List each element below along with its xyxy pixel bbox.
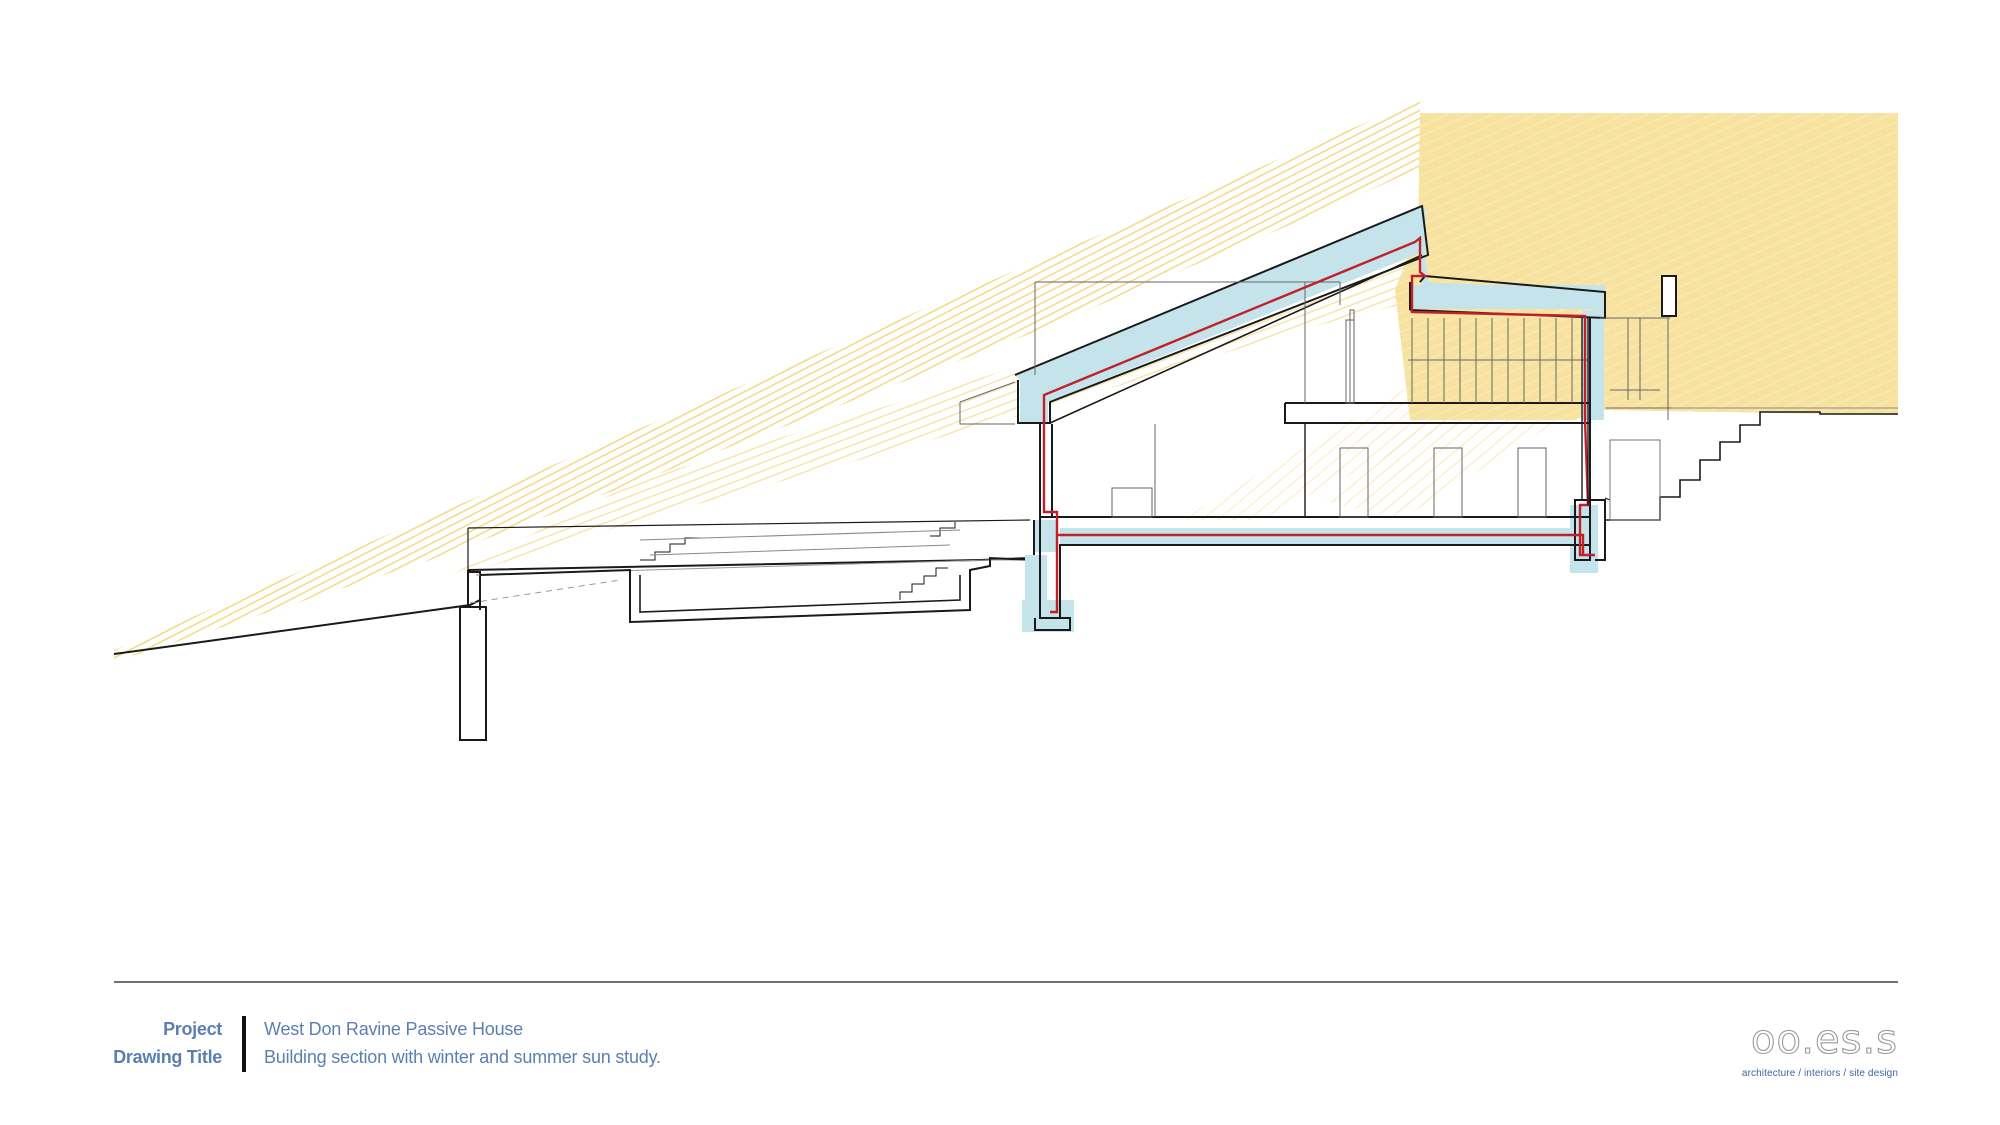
winter-sun-rays [114, 100, 1420, 662]
ground-line [113, 579, 621, 655]
project-name: West Don Ravine Passive House [264, 1019, 523, 1039]
project-label: Project [163, 1019, 222, 1039]
air-barrier-line [1042, 235, 1595, 614]
title-block-labels: Project Drawing Title [100, 1015, 222, 1071]
site-retaining-walls [459, 519, 1035, 741]
summer-sun-area [1180, 113, 1898, 520]
title-block-values: West Don Ravine Passive House Building s… [264, 1015, 661, 1071]
firm-logo: oo.es.s architecture / interiors / site … [1738, 1017, 1898, 1079]
logo-tagline: architecture / interiors / site design [1741, 1068, 1898, 1079]
title-block-divider [114, 981, 1898, 983]
drawing-title-label: Drawing Title [113, 1047, 222, 1067]
building-structure [1014, 204, 1898, 631]
logo-wordmark: oo.es.s [1750, 1017, 1898, 1063]
upper-room-panels [1408, 318, 1590, 403]
title-block-separator [242, 1016, 246, 1072]
drawing-title: Building section with winter and summer … [264, 1047, 661, 1067]
interior-elements [959, 281, 1672, 518]
glazing-frames [1581, 318, 1589, 505]
